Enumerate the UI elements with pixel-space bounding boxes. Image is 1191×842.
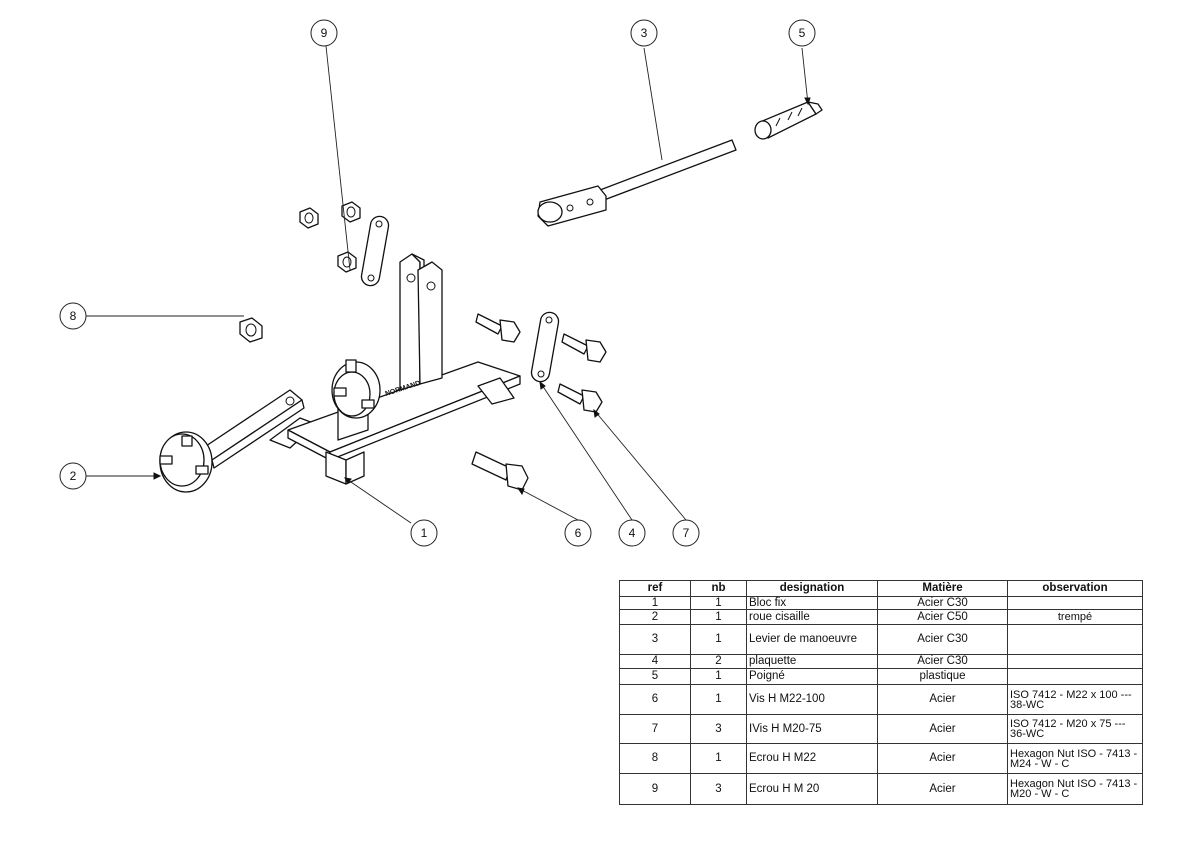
- balloon-9: 9: [310, 19, 338, 47]
- bom-cell-ref: 4: [619, 654, 691, 669]
- bom-cell-matiere: Acier C30: [877, 654, 1008, 669]
- bom-cell-nb: 1: [690, 624, 747, 655]
- bom-cell-observation: Hexagon Nut ISO - 7413 - M20 - W - C: [1007, 773, 1143, 805]
- balloon-5-label: 5: [799, 26, 806, 40]
- balloon-3-label: 3: [641, 26, 648, 40]
- bom-header-ref: ref: [619, 580, 691, 597]
- bom-cell-observation: Hexagon Nut ISO - 7413 - M24 - W - C: [1007, 743, 1143, 774]
- table-row: 2 1 roue cisaille Acier C50 trempé: [619, 609, 1143, 625]
- bom-header-nb: nb: [690, 580, 747, 597]
- bom-cell-ref: 6: [619, 684, 691, 715]
- balloon-6-label: 6: [575, 526, 582, 540]
- table-row: 6 1 Vis H M22-100 Acier ISO 7412 - M22 x…: [619, 684, 1143, 715]
- part-3-levier-de-manoeuvre: [537, 139, 737, 227]
- bom-cell-matiere: plastique: [877, 668, 1008, 685]
- bom-cell-nb: 1: [690, 609, 747, 625]
- bom-cell-designation: Ecrou H M22: [746, 743, 878, 774]
- bom-cell-nb: 1: [690, 668, 747, 685]
- bom-cell-observation: [1007, 668, 1143, 685]
- bom-cell-designation: Vis H M22-100: [746, 684, 878, 715]
- bom-cell-nb: 3: [690, 773, 747, 805]
- balloon-1: 1: [410, 519, 438, 547]
- bom-cell-observation: trempé: [1007, 609, 1143, 625]
- balloon-3: 3: [630, 19, 658, 47]
- bom-cell-ref: 9: [619, 773, 691, 805]
- bom-cell-matiere: Acier: [877, 743, 1008, 774]
- bom-cell-observation: ISO 7412 - M22 x 100 --- 38-WC: [1007, 684, 1143, 715]
- balloon-8: 8: [59, 302, 87, 330]
- table-row: 5 1 Poigné plastique: [619, 668, 1143, 685]
- bom-cell-matiere: Acier C30: [877, 596, 1008, 610]
- bom-header-matiere: Matière: [877, 580, 1008, 597]
- bom-cell-ref: 1: [619, 596, 691, 610]
- bom-cell-ref: 7: [619, 714, 691, 744]
- bom-header-observation: observation: [1007, 580, 1143, 597]
- bom-cell-ref: 2: [619, 609, 691, 625]
- bom-cell-matiere: Acier: [877, 684, 1008, 715]
- balloon-1-label: 1: [421, 526, 428, 540]
- part-9-ecrou-m20: [299, 201, 361, 273]
- part-5-poigne: [754, 101, 823, 140]
- table-row: 7 3 IVis H M20-75 Acier ISO 7412 - M20 x…: [619, 714, 1143, 744]
- bom-cell-designation: Levier de manoeuvre: [746, 624, 878, 655]
- bom-cell-ref: 5: [619, 668, 691, 685]
- table-row: 1 1 Bloc fix Acier C30: [619, 596, 1143, 610]
- bom-cell-designation: Poigné: [746, 668, 878, 685]
- bom-cell-nb: 1: [690, 684, 747, 715]
- part-6-vis-m22: [471, 451, 529, 491]
- bom-cell-designation: Ecrou H M 20: [746, 773, 878, 805]
- part-7-vis-m20: [475, 313, 607, 413]
- bom-header-designation: designation: [746, 580, 878, 597]
- bom-cell-observation: [1007, 596, 1143, 610]
- table-row: 9 3 Ecrou H M 20 Acier Hexagon Nut ISO -…: [619, 773, 1143, 805]
- balloon-9-label: 9: [321, 26, 328, 40]
- bom-cell-matiere: Acier: [877, 714, 1008, 744]
- bom-cell-observation: ISO 7412 - M20 x 75 --- 36-WC: [1007, 714, 1143, 744]
- part-4-plaquette: [360, 215, 560, 383]
- bom-cell-designation: IVis H M20-75: [746, 714, 878, 744]
- bom-cell-matiere: Acier C30: [877, 624, 1008, 655]
- bom-cell-nb: 1: [690, 596, 747, 610]
- balloon-7: 7: [672, 519, 700, 547]
- balloon-5: 5: [788, 19, 816, 47]
- part-2-roue-cisaille: [159, 389, 305, 493]
- bom-cell-designation: Bloc fix: [746, 596, 878, 610]
- table-row: 4 2 plaquette Acier C30: [619, 654, 1143, 669]
- part-1-bloc-fix: NORMAND: [269, 253, 521, 485]
- bom-cell-designation: roue cisaille: [746, 609, 878, 625]
- balloon-6: 6: [564, 519, 592, 547]
- balloon-4-label: 4: [629, 526, 636, 540]
- balloon-4: 4: [618, 519, 646, 547]
- bom-cell-matiere: Acier C50: [877, 609, 1008, 625]
- balloon-2-label: 2: [70, 469, 77, 483]
- bom-header-row: ref nb designation Matière observation: [619, 580, 1143, 597]
- balloon-7-label: 7: [683, 526, 690, 540]
- bill-of-materials-table: ref nb designation Matière observation 1…: [619, 580, 1143, 805]
- bom-cell-nb: 2: [690, 654, 747, 669]
- bom-cell-ref: 3: [619, 624, 691, 655]
- bom-cell-nb: 3: [690, 714, 747, 744]
- leader-lines: [86, 45, 811, 524]
- bom-cell-ref: 8: [619, 743, 691, 774]
- bom-cell-matiere: Acier: [877, 773, 1008, 805]
- part-8-ecrou-m22: [239, 317, 263, 343]
- bom-cell-observation: [1007, 624, 1143, 655]
- table-row: 3 1 Levier de manoeuvre Acier C30: [619, 624, 1143, 655]
- bom-cell-observation: [1007, 654, 1143, 669]
- bom-cell-nb: 1: [690, 743, 747, 774]
- balloon-8-label: 8: [70, 309, 77, 323]
- table-row: 8 1 Ecrou H M22 Acier Hexagon Nut ISO - …: [619, 743, 1143, 774]
- bom-cell-designation: plaquette: [746, 654, 878, 669]
- balloon-2: 2: [59, 462, 87, 490]
